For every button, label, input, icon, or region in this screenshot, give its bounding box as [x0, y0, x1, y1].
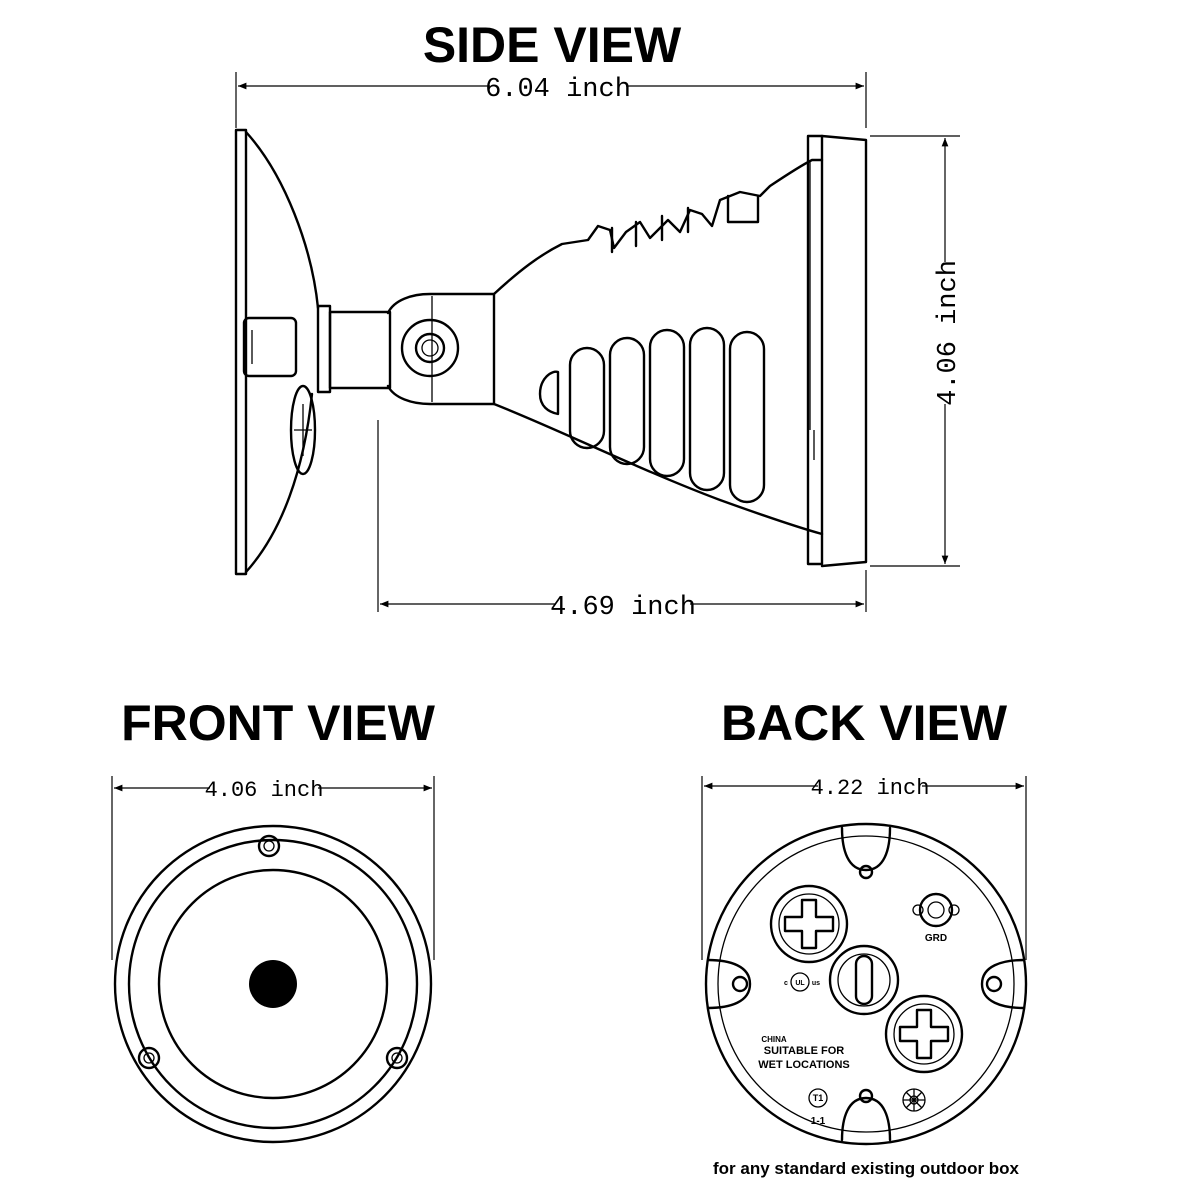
mounting-tab-right [980, 958, 1026, 1010]
center-conduit [828, 944, 900, 1016]
rating-line-1: SUITABLE FOR [764, 1045, 845, 1057]
side-view: SIDE VIEW 6.04 inch 4.06 inch 4.69 inch [234, 17, 964, 623]
part-label: 1-1 [811, 1116, 826, 1127]
bezel-screw [385, 1046, 409, 1070]
back-view: BACK VIEW 4.22 inch [701, 695, 1028, 1178]
height-label: 4.06 inch [934, 260, 964, 406]
plate-inner-rim [717, 835, 1015, 1133]
ground-screw: GRD [912, 892, 960, 944]
back-plate: GRD UL c us CHINA SUITABLE FOR WET LOCAT… [704, 822, 1028, 1146]
date-wheel [902, 1088, 926, 1112]
knockout-plug-upper [769, 884, 849, 964]
knockout-plug-lower [884, 994, 964, 1074]
side-view-title: SIDE VIEW [423, 17, 682, 73]
lamp-housing [492, 134, 868, 568]
overall-width-label: 6.04 inch [485, 75, 631, 105]
mold-code: T1 [808, 1088, 828, 1108]
bezel-screw [257, 834, 281, 858]
ground-label: GRD [925, 933, 947, 944]
body-length-dimension: 4.69 inch [377, 420, 867, 623]
back-diameter-dimension: 4.22 inch [701, 776, 1027, 960]
svg-text:us: us [812, 980, 820, 987]
front-view: FRONT VIEW 4.06 inch [111, 695, 436, 1144]
mounting-tab-bottom [840, 1096, 892, 1142]
front-diameter-dimension: 4.06 inch [111, 776, 435, 960]
front-diameter-label: 4.06 inch [205, 778, 324, 803]
back-view-title: BACK VIEW [721, 695, 1008, 751]
lens-ring [157, 868, 389, 1100]
svg-text:T1: T1 [813, 1093, 824, 1103]
plate-outer [704, 822, 1028, 1146]
knockout-profile [289, 384, 317, 476]
body-length-label: 4.69 inch [550, 593, 696, 623]
back-diameter-label: 4.22 inch [811, 776, 930, 801]
back-view-caption: for any standard existing outdoor box [713, 1159, 1020, 1178]
mounting-tab-top [840, 826, 892, 872]
mounting-tab-left [706, 958, 752, 1010]
mounting-dome-profile [234, 128, 320, 576]
ul-certification-mark: UL c us [784, 972, 820, 992]
rating-line-2: WET LOCATIONS [758, 1059, 849, 1071]
led-emitter [249, 960, 297, 1008]
bezel-outer [113, 824, 433, 1144]
overall-width-dimension: 6.04 inch [235, 72, 867, 128]
origin-label: CHINA [761, 1035, 787, 1044]
svg-text:c: c [784, 980, 788, 987]
swivel-knuckle [316, 292, 496, 406]
front-view-title: FRONT VIEW [121, 695, 436, 751]
bezel-inner [127, 838, 419, 1130]
height-dimension: 4.06 inch [870, 135, 964, 567]
svg-text:UL: UL [795, 980, 805, 987]
bezel-screw [137, 1046, 161, 1070]
front-face [113, 824, 433, 1144]
